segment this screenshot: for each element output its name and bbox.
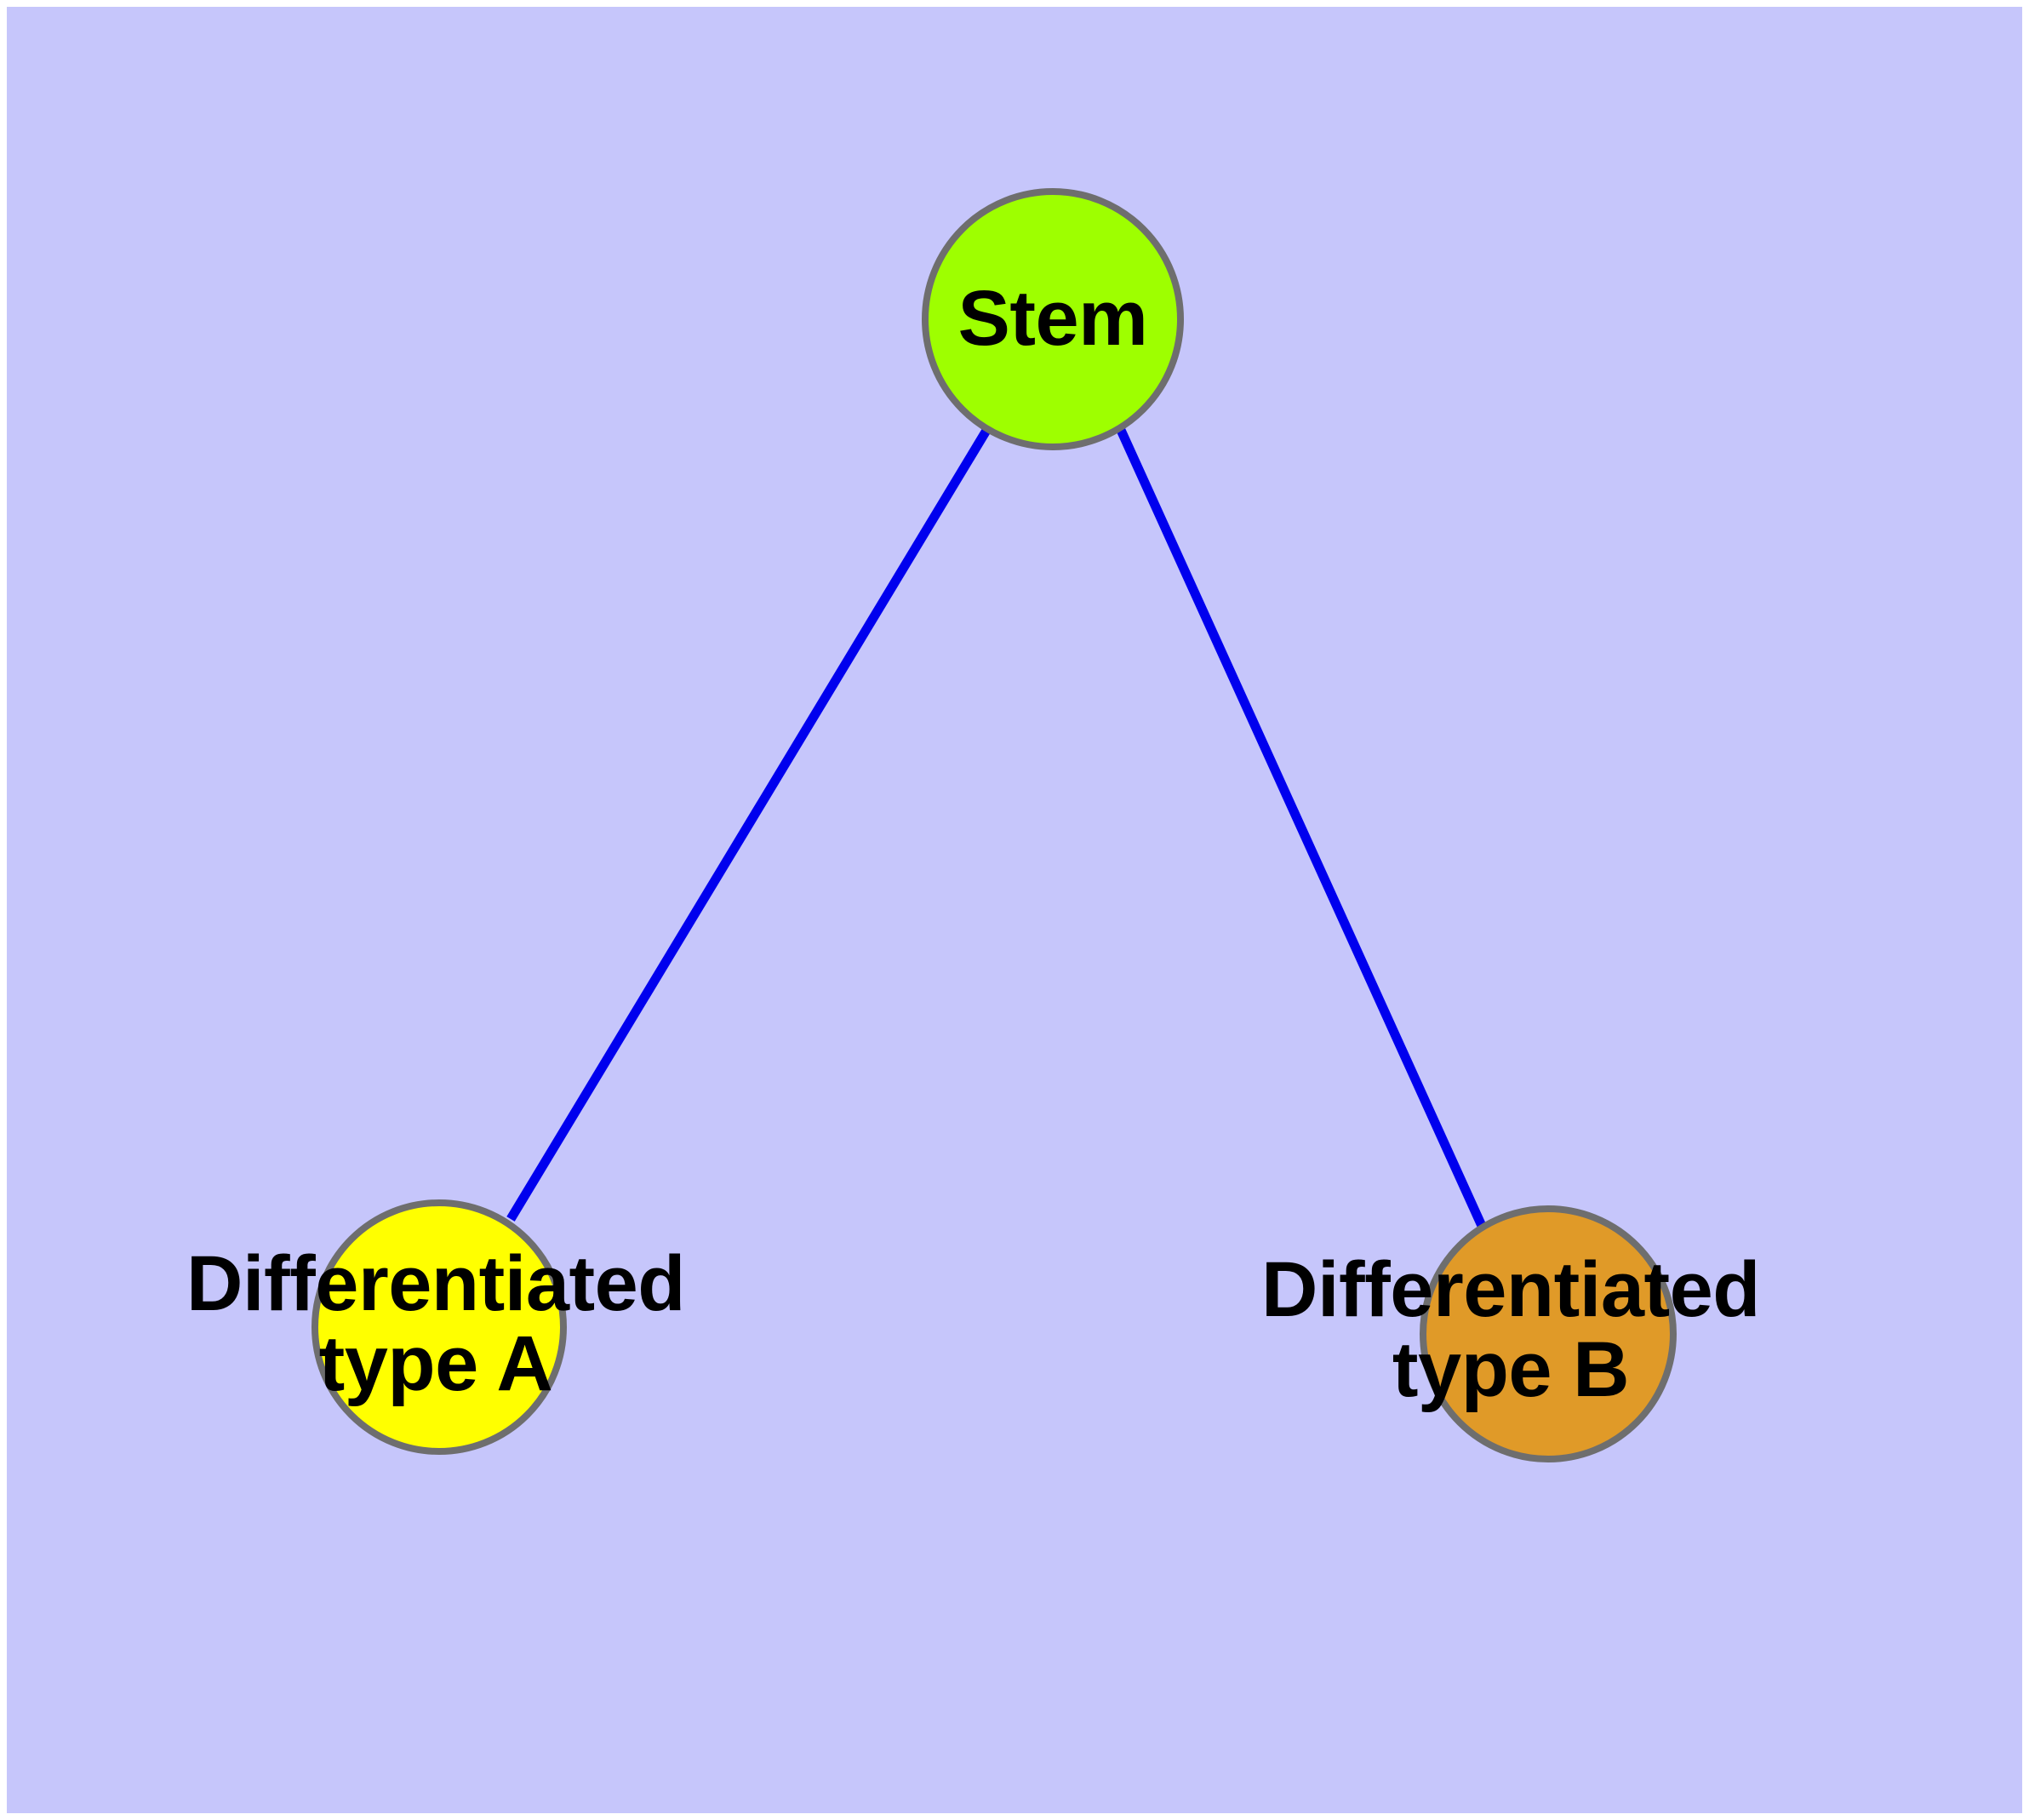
node-stem[interactable] [922,188,1184,450]
edge-layer [506,426,1487,1228]
edge-stem-to-differentiated-type-a[interactable] [506,426,992,1222]
node-layer [311,188,1677,1462]
node-differentiated-type-b[interactable] [1420,1205,1677,1462]
edge-stem-to-differentiated-type-b[interactable] [1115,426,1487,1228]
node-differentiated-type-a[interactable] [311,1199,567,1455]
